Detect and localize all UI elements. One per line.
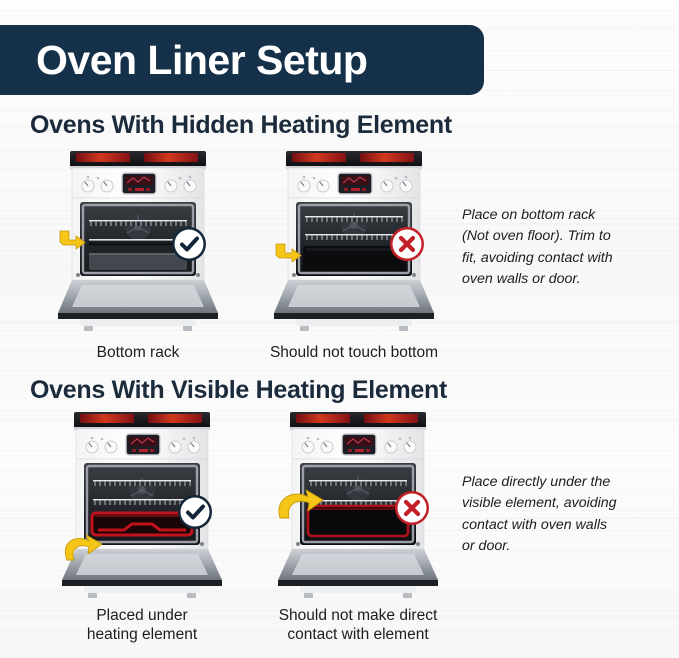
oven-rack-upper: [309, 480, 407, 486]
oven-illustration-hidden-bottom-rack: [58, 151, 218, 331]
oven-card-visible-correct: Placed under heating element: [62, 408, 222, 644]
oven-illustration-hidden-oven-floor: [274, 151, 434, 331]
card-caption: Placed under heating element: [86, 607, 198, 644]
yellow-arrow-pointing-to-bottom-rack: [59, 230, 86, 250]
section-heading-hidden-element: Ovens With Hidden Heating Element: [30, 111, 452, 139]
yellow-curved-arrow-under-element: [64, 534, 103, 561]
status-badge-check: [178, 495, 212, 529]
oven-card-hidden-correct: Bottom rack: [58, 147, 218, 362]
oven-illustration-visible-under-element: [62, 412, 222, 598]
page-title: Oven Liner Setup: [36, 36, 368, 83]
title-banner: Oven Liner Setup: [0, 25, 484, 95]
card-caption: Should not touch bottom: [269, 344, 439, 361]
oven-rack-bottom-with-liner: [89, 239, 187, 246]
oven-rack-upper: [305, 216, 403, 222]
status-badge-cross: [395, 491, 429, 525]
instruction-note-visible-element: Place directly under the visible element…: [462, 474, 617, 554]
status-badge-check: [172, 227, 206, 261]
status-badge-cross: [390, 227, 424, 261]
oven-card-visible-incorrect: Should not make direct contact with elem…: [278, 408, 438, 644]
visible-heating-element-with-liner-below: [90, 511, 194, 537]
oven-rack-upper: [93, 480, 191, 486]
oven-rack-upper: [89, 220, 187, 226]
yellow-curved-arrow-to-element: [278, 489, 324, 519]
oven-card-hidden-incorrect: Should not touch bottom: [270, 147, 438, 362]
oven-rack-middle: [93, 499, 191, 505]
instruction-note-hidden-element: Place on bottom rack (Not oven floor). T…: [462, 207, 613, 287]
liner-touching-heating-element: [306, 504, 410, 538]
oven-illustration-visible-touching-element: [278, 412, 438, 598]
section-heading-visible-element: Ovens With Visible Heating Element: [30, 376, 447, 404]
card-caption: Should not make direct contact with elem…: [278, 607, 438, 644]
yellow-arrow-pointing-to-oven-floor: [275, 243, 302, 263]
card-caption: Bottom rack: [96, 344, 180, 361]
oven-rack-middle: [305, 234, 403, 240]
